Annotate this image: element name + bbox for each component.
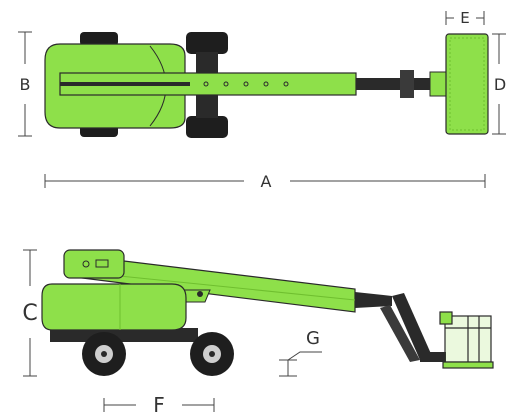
side-wheel-front bbox=[190, 332, 234, 376]
side-jib-link-lower bbox=[380, 305, 420, 362]
top-boom-stripe bbox=[60, 82, 190, 86]
side-view bbox=[41, 249, 494, 376]
side-boom-edge bbox=[119, 275, 356, 301]
top-boom-hole-1 bbox=[203, 81, 209, 87]
top-boom-hole-5 bbox=[283, 81, 289, 87]
dimension-d bbox=[492, 33, 506, 135]
side-platform bbox=[439, 311, 494, 369]
dimension-d-label: D bbox=[494, 75, 506, 94]
side-jib-link-upper bbox=[355, 292, 392, 308]
dimension-e bbox=[445, 11, 485, 25]
dimension-e-label: E bbox=[460, 9, 469, 27]
top-platform-grid bbox=[449, 37, 485, 131]
top-rotator bbox=[400, 70, 414, 98]
side-boom-head bbox=[63, 249, 125, 279]
top-jib bbox=[356, 78, 436, 90]
top-view bbox=[44, 32, 489, 138]
side-cylinder-pin bbox=[197, 291, 203, 297]
top-boom-hole-2 bbox=[223, 81, 229, 87]
top-boom-hole-3 bbox=[243, 81, 249, 87]
side-boom-decal-1 bbox=[82, 260, 90, 268]
top-wheel-rear-right bbox=[186, 116, 228, 138]
side-wheel-rear bbox=[82, 332, 126, 376]
top-platform bbox=[445, 33, 489, 135]
side-chassis-frame bbox=[50, 328, 198, 342]
dimension-a bbox=[44, 174, 486, 188]
top-wheel-front-left bbox=[80, 32, 118, 46]
top-boom-hole-4 bbox=[263, 81, 269, 87]
top-platform-mount bbox=[429, 71, 447, 97]
side-platform-mount bbox=[420, 352, 446, 362]
top-wheel-front-right bbox=[186, 32, 228, 54]
dimension-a-label: A bbox=[261, 172, 272, 191]
dimension-g bbox=[279, 351, 322, 377]
side-jib-arm bbox=[392, 293, 432, 360]
dimension-b-label: B bbox=[20, 75, 31, 94]
dimension-g-label: G bbox=[306, 328, 320, 349]
dimension-b bbox=[18, 31, 32, 137]
side-boom-decal-2 bbox=[95, 259, 109, 268]
dimension-c-label: C bbox=[22, 301, 37, 326]
dimension-f-label: F bbox=[153, 393, 165, 415]
dimension-f bbox=[103, 398, 215, 412]
side-turntable bbox=[41, 283, 187, 331]
dimension-c bbox=[23, 249, 37, 377]
